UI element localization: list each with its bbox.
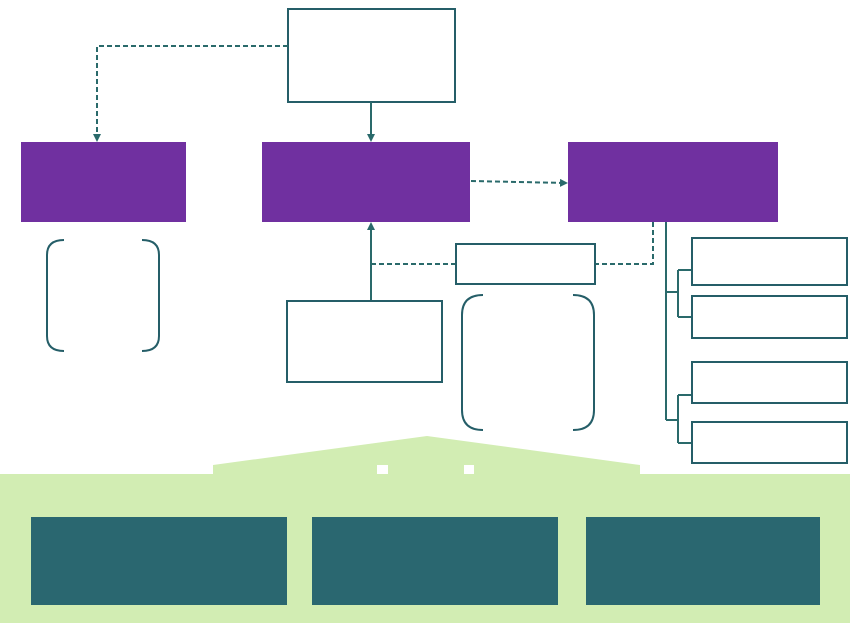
lower-center-box [286, 300, 443, 383]
bracket-center [461, 294, 595, 431]
bracket-left [46, 239, 160, 352]
primary-box-center [262, 142, 470, 222]
bracket-left-open [46, 239, 65, 352]
base-panel-notch-right [474, 465, 640, 475]
base-panel-notch-left [213, 465, 377, 475]
connectors [93, 45, 692, 444]
connector-top-to-left [93, 45, 288, 142]
base-panel-stem [388, 445, 464, 475]
small-label-box [455, 243, 596, 285]
bracket-center-open [461, 294, 484, 431]
bracket-left-close [141, 239, 160, 352]
primary-box-right [568, 142, 778, 222]
top-box [287, 8, 456, 103]
right-list-item-4 [691, 421, 848, 464]
right-list [691, 237, 848, 464]
tree-branch-lower [666, 394, 692, 444]
base-blocks [31, 517, 820, 605]
bracket-center-close [572, 294, 595, 431]
primary-box-left [21, 142, 186, 222]
base-block-1 [31, 517, 287, 605]
tree-branch-upper [666, 269, 692, 318]
right-list-item-2 [691, 295, 848, 339]
base-block-3 [586, 517, 820, 605]
right-list-item-1 [691, 237, 848, 286]
base-block-2 [312, 517, 558, 605]
right-list-item-3 [691, 361, 848, 404]
connector-center-to-right [470, 178, 568, 187]
connector-right-to-label [596, 222, 654, 265]
